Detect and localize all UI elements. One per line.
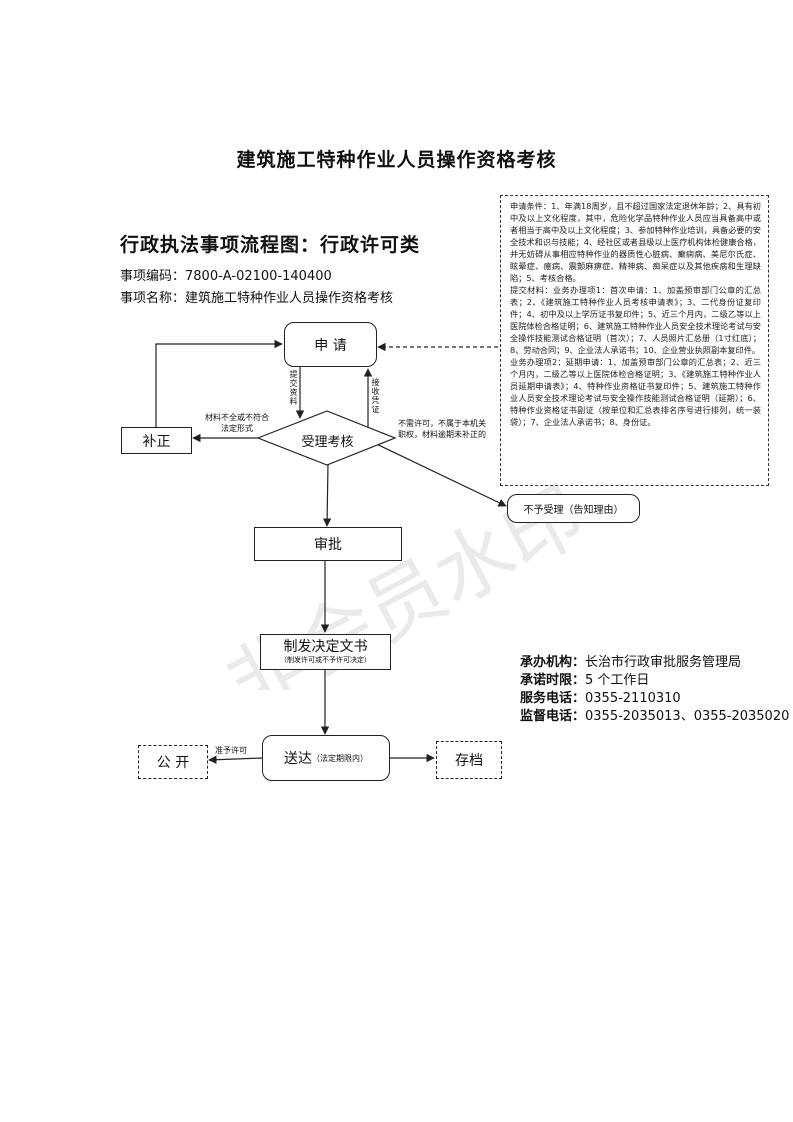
label-incomplete: 材料不全或不符合 法定形式 xyxy=(199,412,275,434)
info-time: 承诺时限：5 个工作日 xyxy=(520,669,649,688)
item-name-value: 建筑施工特种作业人员操作资格考核 xyxy=(185,291,394,306)
arrow-correct-to-apply xyxy=(155,339,283,427)
item-code-label: 事项编码： xyxy=(120,269,186,284)
approve-label: 审批 xyxy=(314,537,342,553)
approve-node: 审批 xyxy=(254,527,402,561)
reject-node: 不予受理（告知理由） xyxy=(507,494,640,523)
deliver-node: 送达（法定期限内） xyxy=(262,735,390,781)
decision-label: 制发决定文书 xyxy=(283,639,368,655)
label-reject-line2: 职权，材料逾期未补正的 xyxy=(398,430,486,439)
label-reject-line1: 不需许可，不属于本机关 xyxy=(398,419,486,428)
arrow-deliver-to-publish xyxy=(208,755,263,764)
correct-label: 补正 xyxy=(142,433,171,450)
info-supervise-label: 监督电话： xyxy=(520,709,586,724)
label-receive-voucher: 接收凭证 xyxy=(371,378,380,414)
arrow-review-to-reject xyxy=(367,439,507,507)
publish-node: 公 开 xyxy=(138,745,208,779)
info-supervise: 监督电话：0355-2035013、0355-2035020 xyxy=(520,705,789,724)
label-submit-materials: 提交资料 xyxy=(289,370,298,406)
item-name: 事项名称：建筑施工特种作业人员操作资格考核 xyxy=(120,287,393,306)
decision-node: 制发决定文书 （制发许可或不予许可决定） xyxy=(260,634,391,670)
label-reject-reason: 不需许可，不属于本机关 职权，材料逾期未补正的 xyxy=(398,418,500,440)
conditions-box: 申请条件：1、年满18周岁，且不超过国家法定退休年龄；2、具有初中及以上文化程度… xyxy=(500,195,769,486)
item-code: 事项编码：7800-A-02100-140400 xyxy=(120,265,332,284)
info-phone-value: 0355-2110310 xyxy=(585,691,681,706)
archive-node: 存档 xyxy=(436,741,502,779)
publish-label: 公 开 xyxy=(156,755,190,771)
page-title: 建筑施工特种作业人员操作资格考核 xyxy=(236,149,557,171)
arrow-review-to-approve xyxy=(322,463,332,527)
info-time-value: 5 个工作日 xyxy=(585,673,650,688)
archive-label: 存档 xyxy=(455,753,483,769)
info-org-label: 承办机构： xyxy=(520,655,586,670)
info-org: 承办机构：长治市行政审批服务管理局 xyxy=(520,651,741,670)
correct-node: 补正 xyxy=(121,427,192,454)
review-label: 受理考核 xyxy=(301,435,354,450)
info-supervise-value: 0355-2035013、0355-2035020 xyxy=(585,709,790,724)
apply-label: 申 请 xyxy=(314,337,347,354)
conditions-text: 申请条件：1、年满18周岁，且不超过国家法定退休年龄；2、具有初中及以上文化程度… xyxy=(510,201,761,427)
flowchart-subtitle: 行政执法事项流程图：行政许可类 xyxy=(120,234,421,256)
info-phone-label: 服务电话： xyxy=(520,691,586,706)
label-incomplete-line1: 材料不全或不符合 xyxy=(205,413,269,422)
deliver-note: （法定期限内） xyxy=(312,753,368,763)
info-time-label: 承诺时限： xyxy=(520,673,586,688)
info-org-value: 长治市行政审批服务管理局 xyxy=(585,655,742,670)
info-phone: 服务电话：0355-2110310 xyxy=(520,687,681,706)
item-name-label: 事项名称： xyxy=(120,291,186,306)
item-code-value: 7800-A-02100-140400 xyxy=(185,269,332,284)
label-incomplete-line2: 法定形式 xyxy=(221,424,253,433)
apply-node: 申 请 xyxy=(284,322,377,367)
reject-label: 不予受理（告知理由） xyxy=(523,505,624,516)
label-grant: 准予许可 xyxy=(215,746,247,755)
review-diamond xyxy=(256,410,397,466)
decision-note: （制发许可或不予许可决定） xyxy=(280,656,371,664)
deliver-label: 送达 xyxy=(284,751,312,767)
